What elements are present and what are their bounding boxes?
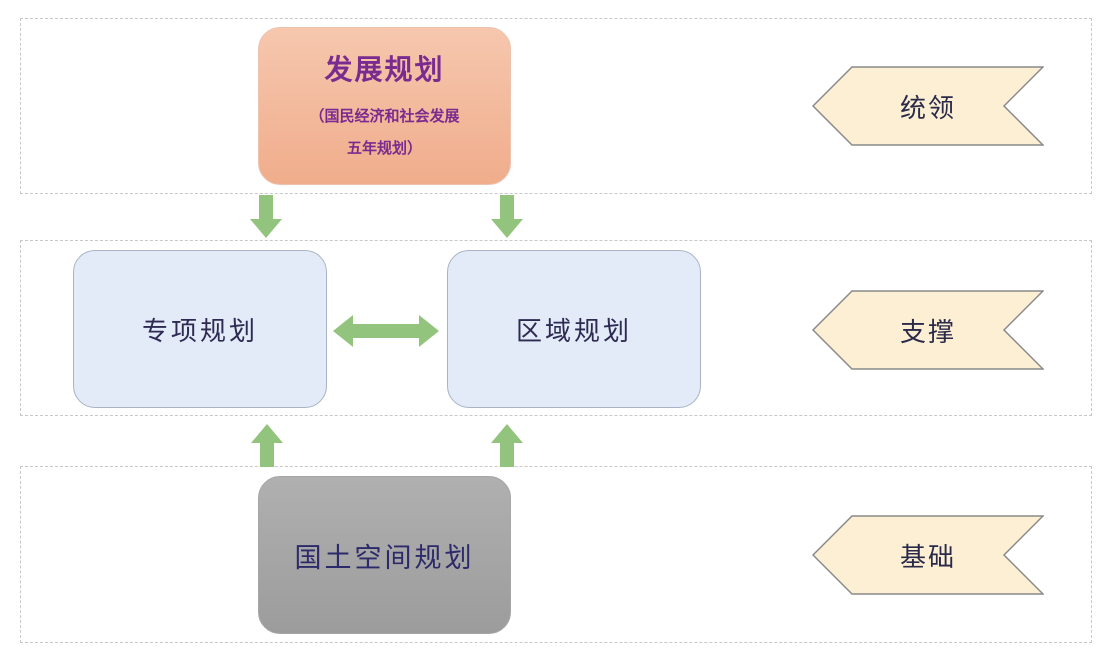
tag-support: 支撑 (812, 290, 1044, 370)
tag-base-label: 基础 (899, 542, 956, 573)
development-plan-title: 发展规划 (324, 53, 445, 86)
tag-lead: 统领 (812, 66, 1044, 146)
arrow-up-icon (251, 424, 283, 467)
tag-support-label: 支撑 (899, 317, 956, 348)
development-plan-subtitle-line2: 五年规划） (346, 139, 422, 157)
tag-lead-label: 统领 (899, 93, 956, 124)
tag-base: 基础 (812, 515, 1044, 595)
development-plan-subtitle-line1: （国民经济和社会发展 (309, 107, 460, 125)
chevron-tag-icon (812, 66, 1044, 146)
arrow-down-icon (250, 195, 282, 238)
chevron-tag-icon (812, 515, 1044, 595)
special-plan-box: 专项规划 (73, 250, 327, 408)
development-plan-box: 发展规划 （国民经济和社会发展 五年规划） (258, 27, 511, 185)
territorial-spatial-plan-box: 国土空间规划 (258, 476, 511, 634)
regional-plan-label: 区域规划 (515, 316, 632, 347)
territorial-spatial-plan-label: 国土空间规划 (294, 542, 475, 574)
arrow-up-icon (491, 424, 523, 467)
regional-plan-box: 区域规划 (447, 250, 701, 408)
special-plan-label: 专项规划 (141, 316, 258, 347)
chevron-tag-icon (812, 290, 1044, 370)
double-arrow-icon (333, 315, 439, 347)
arrow-down-icon (491, 195, 523, 238)
